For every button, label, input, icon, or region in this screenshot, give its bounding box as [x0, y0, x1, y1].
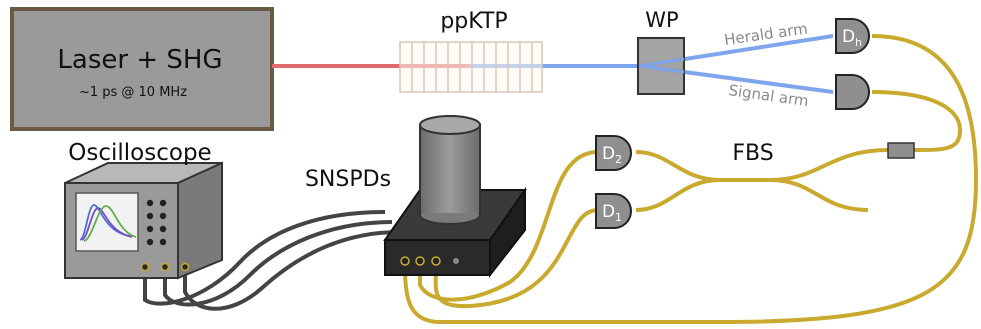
scope-inputs	[140, 262, 190, 272]
detector-d1-main: D	[602, 202, 615, 222]
fiber-network	[403, 34, 979, 324]
coax-1	[143, 210, 386, 306]
scope-label: Oscilloscope	[68, 140, 211, 166]
detector-signal	[835, 74, 870, 110]
detector-herald-sub: h	[855, 36, 862, 49]
detector-d2-main: D	[602, 144, 615, 164]
fbs-d2-fiber	[635, 150, 721, 182]
detector-d1: D1	[595, 193, 632, 229]
svg-text:D1: D1	[602, 202, 622, 224]
detector-herald-main: D	[842, 27, 855, 47]
scope-knobs	[146, 199, 167, 246]
snspd-ports	[400, 256, 459, 266]
snspd-label: SNSPDs	[305, 167, 391, 192]
laser-title: Laser + SHG	[57, 45, 222, 75]
d2-fiber	[418, 150, 599, 302]
fbs-d1-fiber	[635, 178, 721, 212]
svg-text:D2: D2	[602, 144, 622, 166]
d1-fiber	[433, 208, 599, 309]
signal-fiber	[871, 90, 963, 152]
detector-d1-sub: 1	[615, 211, 622, 224]
oscilloscope: Oscilloscope	[64, 140, 223, 280]
ppktp-label: ppKTP	[440, 9, 507, 34]
fbs-open-port	[769, 178, 869, 212]
waveplate: WP	[637, 8, 685, 95]
fiber-coupler	[887, 142, 915, 159]
wp-label: WP	[645, 8, 678, 32]
ppktp-crystal: ppKTP	[399, 9, 543, 93]
laser-subtitle: ~1 ps @ 10 MHz	[79, 85, 187, 100]
scope-trace-purple	[81, 207, 133, 241]
detector-d2-sub: 2	[615, 153, 622, 166]
detector-herald: Dh	[835, 18, 870, 54]
coax-3	[183, 230, 401, 311]
herald-fiber	[403, 34, 979, 324]
detector-d2: D2	[595, 135, 632, 171]
snspd-unit: SNSPDs	[305, 115, 527, 278]
scope-trace-green	[83, 205, 137, 242]
svg-text:Dh: Dh	[842, 27, 862, 49]
coax-cables	[143, 210, 401, 311]
scope-trace-blue	[79, 204, 131, 241]
laser-box: Laser + SHG ~1 ps @ 10 MHz	[10, 7, 274, 131]
fbs-label: FBS	[732, 141, 773, 166]
cryostat-cylinder	[419, 115, 481, 225]
coax-2	[163, 220, 393, 307]
